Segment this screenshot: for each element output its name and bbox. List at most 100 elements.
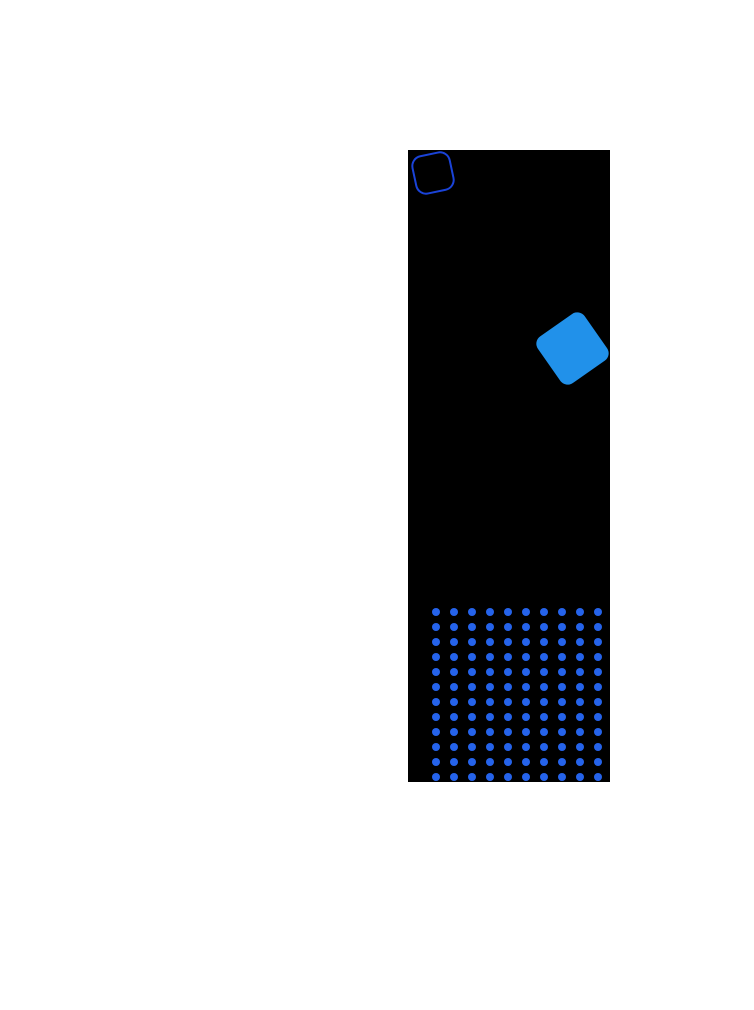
dot xyxy=(594,728,602,736)
dot xyxy=(576,743,584,751)
dot xyxy=(558,713,566,721)
dot xyxy=(540,683,548,691)
dot xyxy=(504,713,512,721)
dot xyxy=(468,653,476,661)
dot xyxy=(432,653,440,661)
dot xyxy=(450,713,458,721)
dot xyxy=(486,638,494,646)
dot xyxy=(558,608,566,616)
dot xyxy=(522,638,530,646)
dot xyxy=(432,713,440,721)
dot xyxy=(558,668,566,676)
dot xyxy=(486,713,494,721)
dot xyxy=(522,698,530,706)
dot xyxy=(576,668,584,676)
dot xyxy=(468,758,476,766)
dot xyxy=(504,758,512,766)
dot xyxy=(504,683,512,691)
dot xyxy=(558,728,566,736)
dot xyxy=(576,758,584,766)
dot xyxy=(486,653,494,661)
dot xyxy=(522,743,530,751)
dot xyxy=(522,668,530,676)
dot xyxy=(486,728,494,736)
dot xyxy=(576,683,584,691)
dot xyxy=(594,758,602,766)
dot xyxy=(486,758,494,766)
dot xyxy=(558,698,566,706)
dot xyxy=(486,683,494,691)
dot xyxy=(432,728,440,736)
dot xyxy=(450,653,458,661)
dot xyxy=(450,683,458,691)
dot xyxy=(504,623,512,631)
dot xyxy=(504,653,512,661)
dot xyxy=(522,623,530,631)
dot xyxy=(504,728,512,736)
dot xyxy=(432,668,440,676)
dot xyxy=(522,713,530,721)
dot xyxy=(594,743,602,751)
dot xyxy=(450,743,458,751)
dot xyxy=(522,728,530,736)
dot xyxy=(432,743,440,751)
dot xyxy=(432,638,440,646)
dot xyxy=(540,773,548,781)
dot xyxy=(504,698,512,706)
dot xyxy=(468,743,476,751)
dot xyxy=(540,728,548,736)
dot xyxy=(576,698,584,706)
dot xyxy=(468,608,476,616)
dot xyxy=(468,713,476,721)
dot xyxy=(576,773,584,781)
dot xyxy=(486,608,494,616)
dot xyxy=(450,698,458,706)
dot xyxy=(540,668,548,676)
dot xyxy=(594,698,602,706)
dot xyxy=(558,653,566,661)
dot xyxy=(576,728,584,736)
dot xyxy=(486,743,494,751)
dot xyxy=(522,683,530,691)
dot xyxy=(540,638,548,646)
dot xyxy=(540,653,548,661)
dot xyxy=(558,683,566,691)
dot xyxy=(486,773,494,781)
dot xyxy=(576,623,584,631)
dot xyxy=(504,638,512,646)
dot xyxy=(522,653,530,661)
dot xyxy=(432,623,440,631)
dot xyxy=(558,758,566,766)
dot xyxy=(504,668,512,676)
dot xyxy=(468,728,476,736)
dot xyxy=(468,638,476,646)
dot xyxy=(432,758,440,766)
dot xyxy=(558,773,566,781)
dot xyxy=(576,638,584,646)
dot xyxy=(576,713,584,721)
dot xyxy=(594,683,602,691)
dot xyxy=(540,623,548,631)
dot xyxy=(486,698,494,706)
dot xyxy=(594,653,602,661)
dot xyxy=(504,773,512,781)
dot xyxy=(432,683,440,691)
dot xyxy=(450,638,458,646)
dot xyxy=(486,623,494,631)
dot xyxy=(468,698,476,706)
dot xyxy=(540,608,548,616)
dot xyxy=(594,668,602,676)
dot xyxy=(468,773,476,781)
dot xyxy=(540,713,548,721)
dot xyxy=(558,743,566,751)
dot xyxy=(468,623,476,631)
dot-grid-decoration xyxy=(432,608,602,781)
dot xyxy=(594,608,602,616)
dot xyxy=(468,668,476,676)
dot xyxy=(450,728,458,736)
dot xyxy=(522,758,530,766)
dot xyxy=(450,773,458,781)
dot xyxy=(432,773,440,781)
dot xyxy=(450,623,458,631)
outlined-rounded-square-decoration xyxy=(409,150,457,197)
